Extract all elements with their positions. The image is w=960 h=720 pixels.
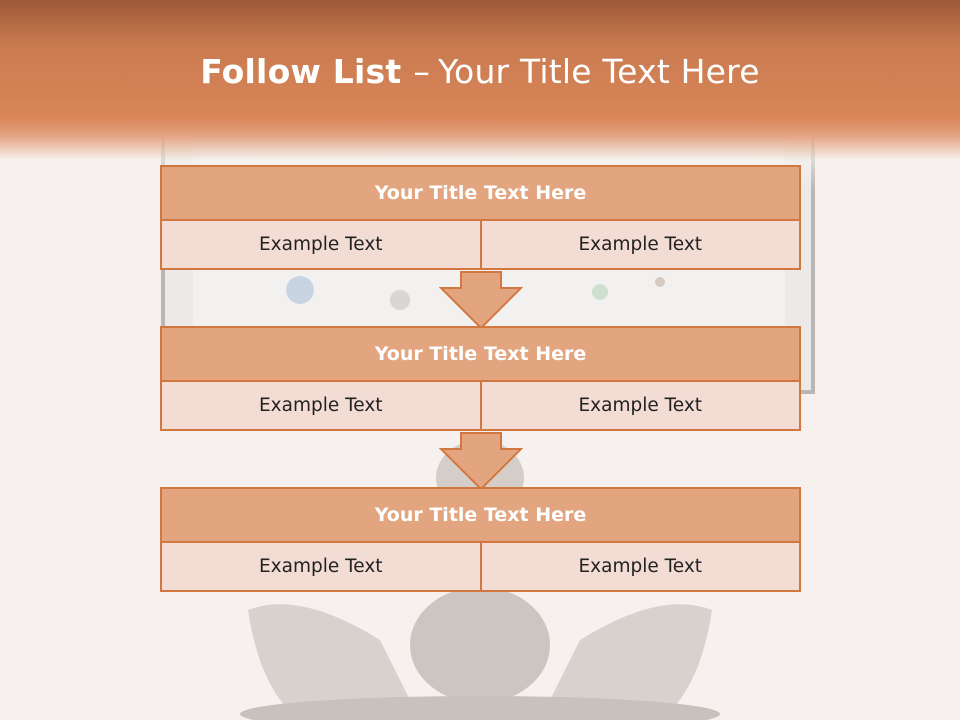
down-arrow-icon bbox=[439, 432, 523, 491]
block-title: Your Title Text Here bbox=[160, 487, 801, 543]
block-cell-left: Example Text bbox=[160, 382, 482, 431]
title-bold: Follow List bbox=[200, 52, 402, 91]
block-cell-right: Example Text bbox=[481, 543, 801, 592]
block-title: Your Title Text Here bbox=[160, 326, 801, 382]
block-cell-left: Example Text bbox=[160, 543, 482, 592]
block-cell-left: Example Text bbox=[160, 221, 482, 270]
down-arrow-icon bbox=[439, 271, 523, 330]
block-row: Example Text Example Text bbox=[160, 382, 801, 431]
title-rest: Your Title Text Here bbox=[438, 52, 760, 91]
slide-title: Follow List–Your Title Text Here bbox=[0, 52, 960, 91]
list-block-1: Your Title Text Here Example Text Exampl… bbox=[160, 165, 801, 270]
title-separator: – bbox=[413, 52, 431, 91]
block-cell-right: Example Text bbox=[481, 382, 801, 431]
header-band bbox=[0, 0, 960, 190]
block-row: Example Text Example Text bbox=[160, 543, 801, 592]
block-title: Your Title Text Here bbox=[160, 165, 801, 221]
block-row: Example Text Example Text bbox=[160, 221, 801, 270]
list-block-2: Your Title Text Here Example Text Exampl… bbox=[160, 326, 801, 431]
block-cell-right: Example Text bbox=[481, 221, 801, 270]
list-block-3: Your Title Text Here Example Text Exampl… bbox=[160, 487, 801, 592]
